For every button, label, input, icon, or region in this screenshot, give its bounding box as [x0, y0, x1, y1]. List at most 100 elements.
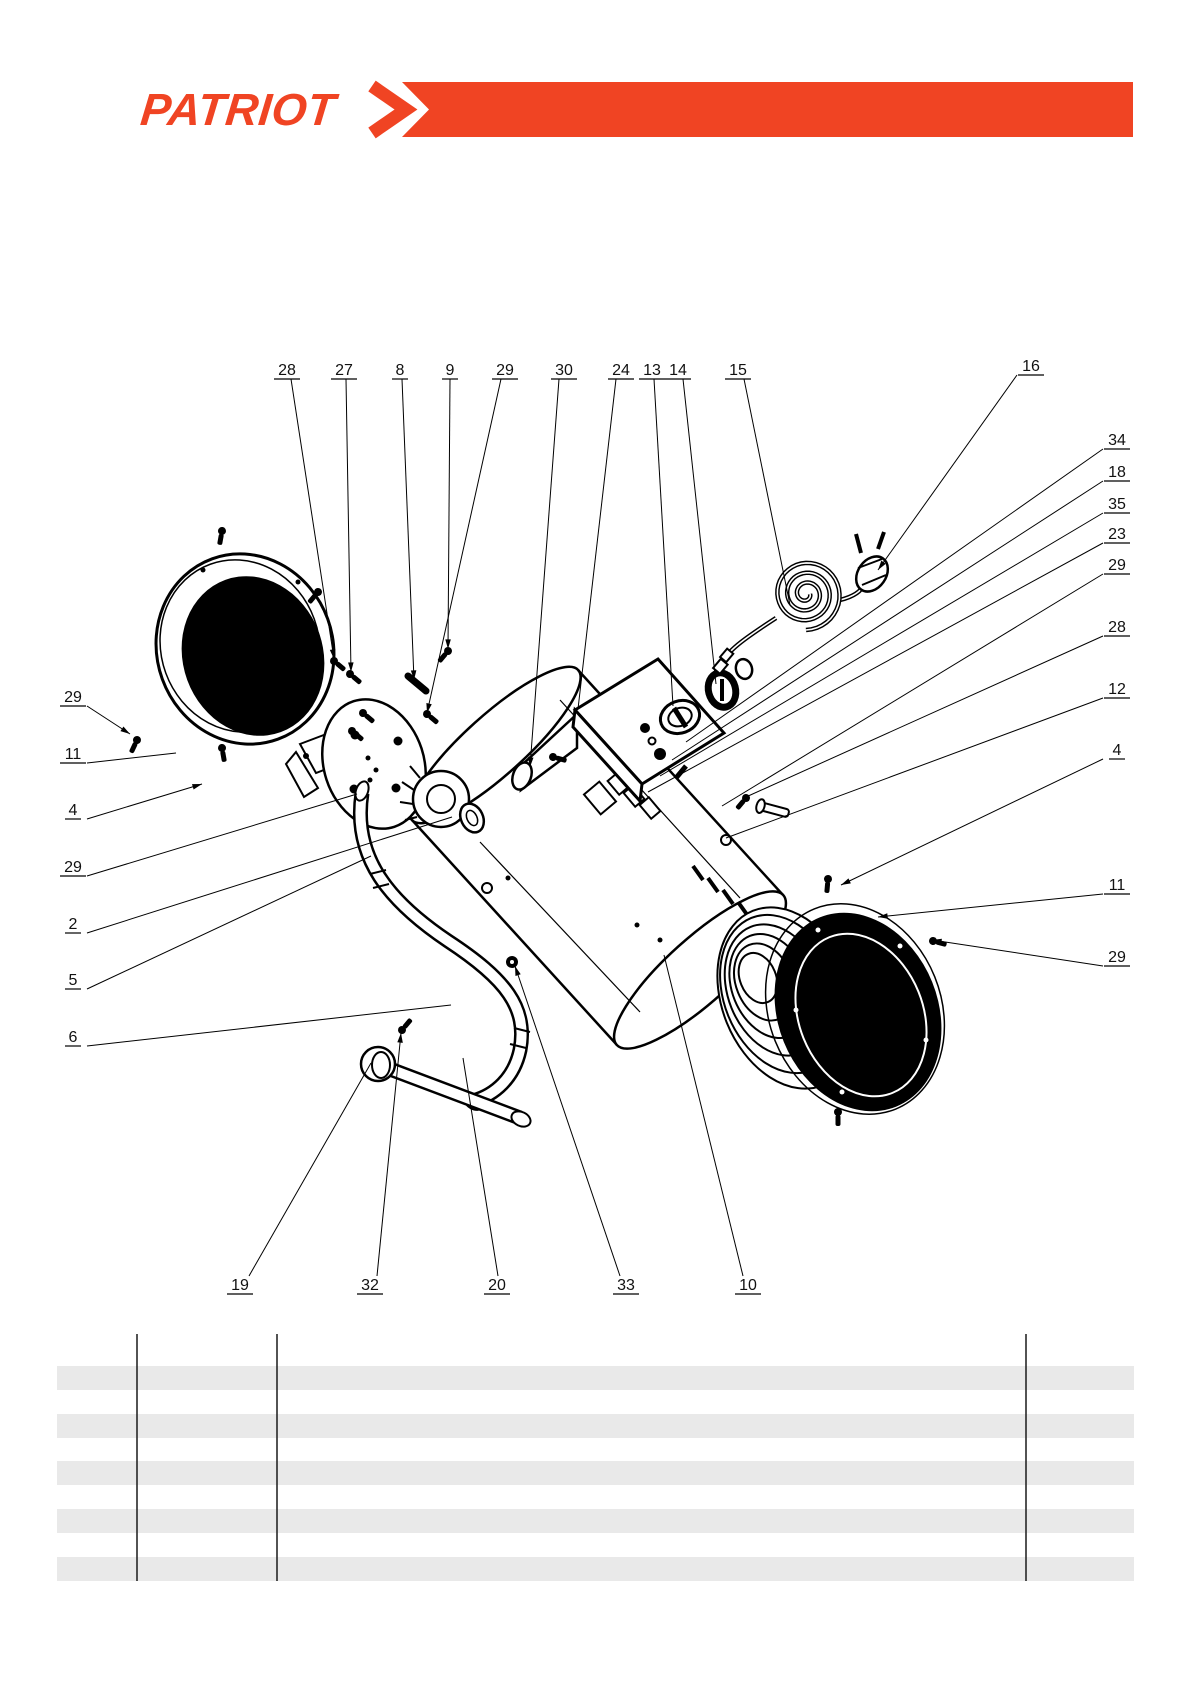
part-number: 24: [612, 362, 630, 379]
callout-9: 9: [442, 362, 458, 650]
screw: [307, 588, 322, 604]
leader-line: [290, 378, 335, 660]
leader-line: [877, 893, 1104, 918]
leader-line: [743, 378, 791, 606]
callout-35: 35: [659, 496, 1130, 777]
leader-line: [721, 573, 1104, 807]
leader-line: [682, 378, 717, 685]
screw: [330, 657, 346, 672]
fan-motor: [399, 765, 486, 834]
part-number: 11: [65, 746, 82, 763]
callout-29: 29: [426, 362, 518, 714]
leader-line: [514, 965, 621, 1277]
part-number: 14: [669, 362, 687, 379]
part-number: 30: [555, 362, 573, 379]
screw: [423, 710, 439, 725]
part-number: 19: [231, 1277, 249, 1294]
callout-32: 32: [357, 1032, 403, 1295]
screw-set: [129, 527, 947, 1126]
power-cord: [711, 560, 867, 676]
part-number: 34: [1108, 432, 1126, 449]
callout-5: 5: [65, 855, 372, 990]
arrowhead: [932, 938, 942, 945]
callout-28: 28: [745, 619, 1130, 798]
arrowhead: [841, 878, 851, 885]
callout-6: 6: [65, 1004, 452, 1047]
leader-line: [577, 378, 617, 710]
leader-line: [86, 793, 358, 877]
air-intake: [511, 711, 579, 793]
screw: [348, 727, 364, 742]
part-number: 29: [496, 362, 514, 379]
screw: [217, 527, 226, 545]
callout-14: 14: [665, 362, 717, 685]
indicator-dot: [654, 748, 666, 760]
arrowhead: [120, 726, 130, 734]
part-number: 11: [1109, 877, 1126, 894]
front-grille: [764, 903, 946, 1115]
screw: [824, 875, 832, 893]
callout-27: 27: [331, 362, 357, 673]
part-number: 12: [1108, 681, 1126, 698]
leader-line: [86, 855, 372, 990]
part-number: 13: [643, 362, 661, 379]
callout-23: 23: [647, 526, 1130, 793]
callout-10: 10: [663, 954, 761, 1295]
arrowhead: [878, 913, 888, 919]
part-number: 28: [278, 362, 296, 379]
leader-line: [345, 378, 352, 673]
leader-line: [931, 939, 1104, 967]
parts-table: [57, 1334, 1134, 1581]
rear-grille: [154, 552, 336, 746]
leader-line: [653, 378, 674, 707]
leader-line: [376, 1032, 402, 1277]
leader-line: [426, 378, 502, 714]
part-number: 29: [64, 689, 82, 706]
part-number: 20: [488, 1277, 506, 1294]
part-number: 6: [69, 1029, 78, 1046]
part-number: 29: [64, 859, 82, 876]
part-number: 4: [69, 802, 78, 819]
callout-12: 12: [725, 681, 1130, 839]
leader-line: [462, 1057, 499, 1277]
leader-line: [840, 758, 1104, 886]
part-number: 18: [1108, 464, 1126, 481]
arrowhead: [329, 649, 336, 659]
leader-line: [86, 816, 453, 934]
leader-line: [86, 752, 177, 764]
support-tube: [359, 1045, 532, 1128]
callout-15: 15: [725, 362, 791, 606]
callout-20: 20: [462, 1057, 510, 1295]
part-number: 23: [1108, 526, 1126, 543]
callout-13: 13: [639, 362, 674, 707]
screw: [437, 647, 452, 663]
table-row-stripe: [57, 1366, 1134, 1390]
part-number: 16: [1022, 358, 1040, 375]
leader-line: [745, 635, 1104, 798]
arrowhead: [445, 639, 451, 649]
leader-line: [447, 378, 451, 650]
arrowhead: [878, 560, 886, 570]
callout-29: 29: [931, 938, 1130, 967]
callout-4: 4: [840, 742, 1125, 886]
header-banner: [402, 82, 1133, 137]
screw: [549, 753, 567, 763]
callout-8: 8: [392, 362, 417, 681]
leader-line: [86, 1004, 452, 1047]
leader-line: [529, 378, 560, 768]
leader-line: [877, 374, 1018, 571]
arrowhead: [348, 662, 354, 672]
screw: [346, 670, 362, 685]
part-number: 4: [1113, 742, 1122, 759]
part-number: 29: [1108, 949, 1126, 966]
control-box: [571, 657, 727, 805]
callout-16: 16: [877, 358, 1044, 571]
screw: [834, 1108, 842, 1126]
leader-line: [86, 783, 203, 820]
arrowhead: [515, 966, 521, 976]
callout-29: 29: [60, 689, 131, 735]
leader-line: [685, 448, 1104, 743]
callout-4: 4: [65, 783, 203, 820]
